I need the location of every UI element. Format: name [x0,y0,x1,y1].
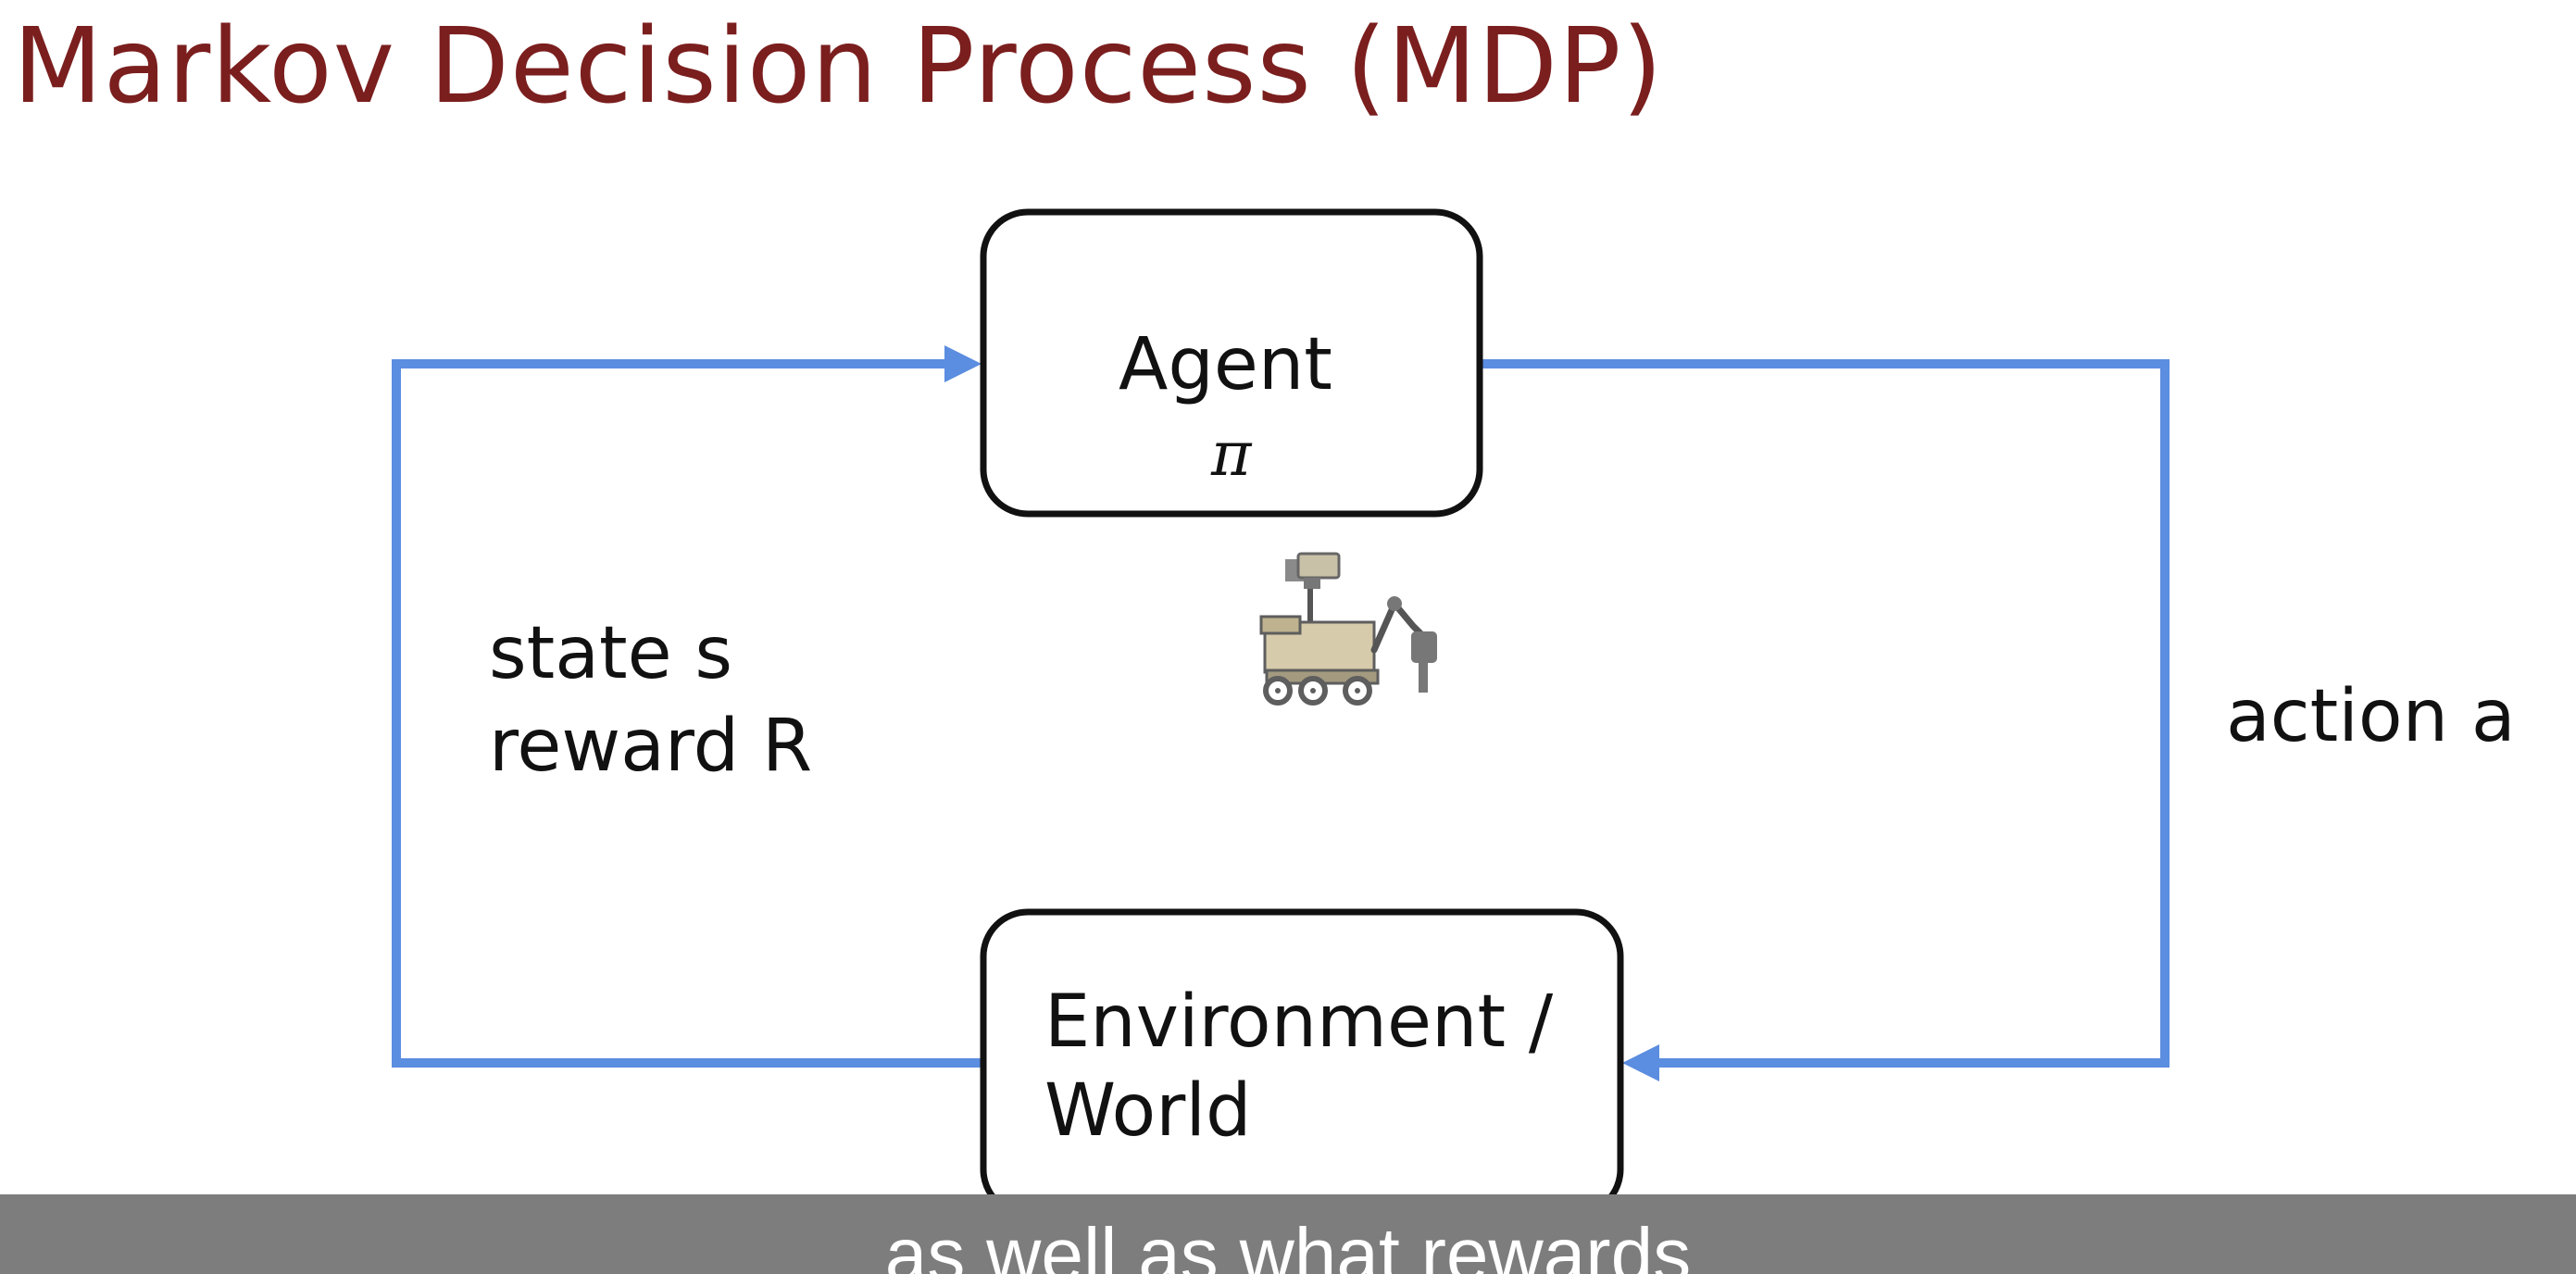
environment-label-line1: Environment / [1044,980,1554,1064]
reward-label: reward R [489,705,813,788]
agent-label: Agent [1119,323,1332,406]
feedback-arrow-line [392,359,988,1068]
action-arrowhead [1622,1044,1659,1081]
subtitle-bar: as well as what rewards [0,1194,2576,1274]
connectors [392,359,2170,1068]
action-label: action a [2226,675,2516,758]
mars-rover-icon [1259,552,1437,706]
subtitle-text: as well as what rewards [884,1213,1692,1274]
agent-box [980,208,1483,518]
action-arrow-line [1477,359,2170,1068]
state-label: state s [489,612,733,695]
feedback-arrowhead [944,345,982,382]
environment-label-line2: World [1044,1069,1252,1153]
slide-title: Markov Decision Process (MDP) [13,6,1664,127]
policy-symbol: π [1211,418,1252,490]
